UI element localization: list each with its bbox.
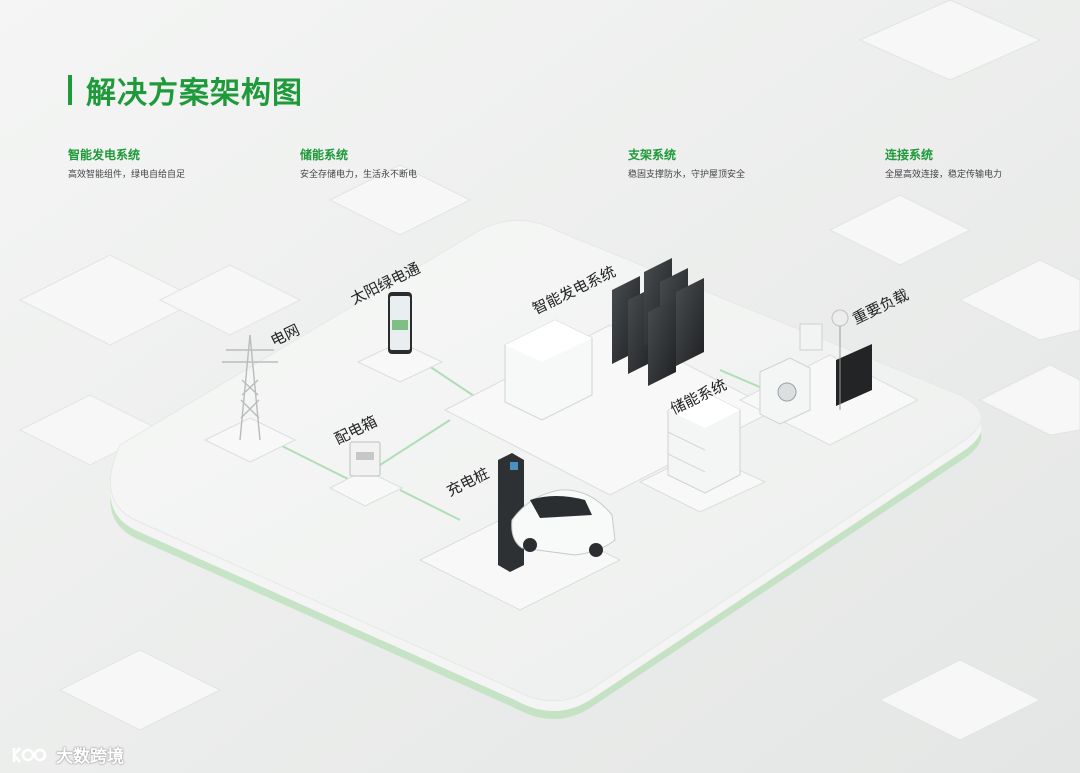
feature-title: 连接系统 <box>885 148 934 162</box>
title-accent-bar <box>68 75 72 105</box>
feature-connection: 连接系统 全屋高效连接，稳定传输电力 <box>885 146 1002 180</box>
watermark-text: 大数跨境 <box>56 747 124 767</box>
power-tower-icon <box>222 334 278 441</box>
home-appliances-icon <box>759 309 872 425</box>
feature-mounting: 支架系统 稳固支撑防水，守护屋顶安全 <box>628 146 745 180</box>
feature-title: 智能发电系统 <box>68 148 141 162</box>
feature-desc: 高效智能组件，绿电自给自足 <box>68 170 186 180</box>
watermark: 大数跨境 <box>10 742 124 767</box>
feature-desc: 安全存储电力，生活永不断电 <box>300 170 418 180</box>
feature-desc: 全屋高效连接，稳定传输电力 <box>885 170 1003 180</box>
feature-title: 储能系统 <box>300 148 349 162</box>
solar-panels-icon <box>612 258 704 386</box>
feature-pv: 智能发电系统 高效智能组件，绿电自给自足 <box>68 146 185 180</box>
phone-icon <box>388 292 412 354</box>
page-title: 解决方案架构图 <box>68 68 303 112</box>
distribution-box-icon <box>349 441 381 477</box>
feature-desc: 稳固支撑防水，守护屋顶安全 <box>628 170 746 180</box>
inverter-icon <box>504 319 593 421</box>
battery-storage-icon <box>667 391 741 494</box>
feature-title: 支架系统 <box>628 148 677 162</box>
page-title-text: 解决方案架构图 <box>86 76 303 111</box>
feature-storage: 储能系统 安全存储电力，生活永不断电 <box>300 146 417 180</box>
electric-car-icon <box>511 489 616 557</box>
watermark-logo-icon <box>12 746 47 763</box>
background-tiles <box>18 0 1080 741</box>
